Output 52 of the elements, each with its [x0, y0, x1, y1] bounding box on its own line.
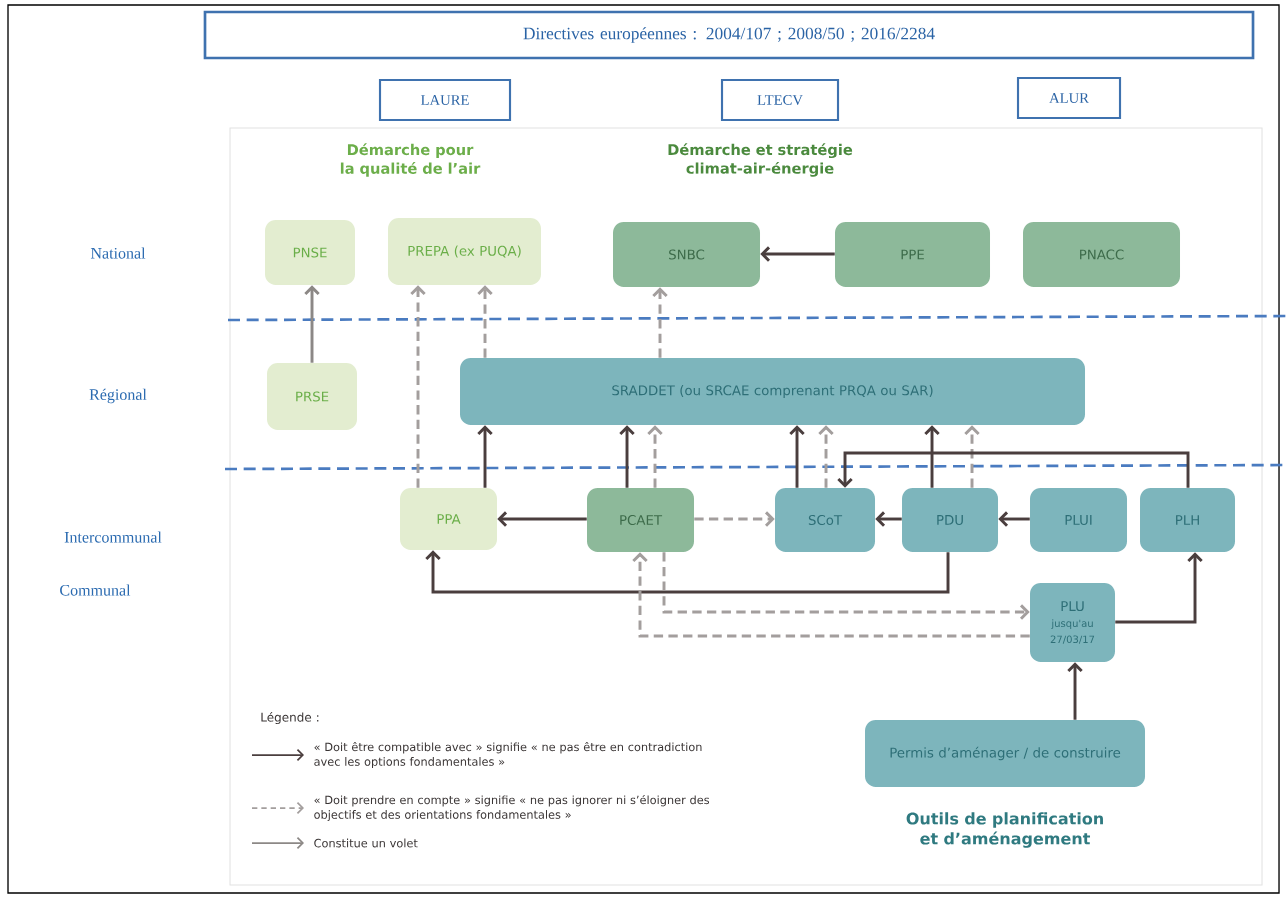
- plan-box: PLH: [1140, 488, 1235, 552]
- level-label: Régional: [89, 388, 147, 404]
- arrow: [818, 425, 834, 488]
- arrow: [1115, 552, 1203, 624]
- heading: Outils de planification et d’aménagement: [906, 812, 1103, 848]
- arrow: [647, 425, 663, 488]
- arrow: [694, 511, 775, 527]
- legend-text: Constitue un volet: [314, 838, 418, 848]
- plan-box: Permis d’aménager / de construire: [865, 720, 1145, 787]
- arrow: [875, 511, 902, 527]
- arrow: [964, 425, 980, 488]
- plan-box: PRSE: [267, 363, 357, 430]
- arrow: [619, 425, 635, 488]
- arrow: [924, 425, 940, 488]
- arrow: [410, 285, 426, 488]
- legend-text: « Doit être compatible avec » signifie « ne pas être en contradiction avec les options fondamentales »: [314, 742, 702, 769]
- arrow: [652, 287, 668, 358]
- plan-box: PNSE: [265, 220, 355, 285]
- arrow: [760, 246, 835, 262]
- arrow: [477, 425, 493, 488]
- law-box: ALUR: [1016, 76, 1122, 120]
- law-box: LAURE: [378, 78, 512, 122]
- plan-box: SCoT: [775, 488, 875, 552]
- arrow: [1067, 662, 1083, 720]
- arrow: [789, 425, 805, 488]
- plan-box: PLUI: [1030, 488, 1127, 552]
- plan-box: PPA: [400, 488, 497, 550]
- plan-box: PPE: [835, 222, 990, 287]
- arrow: [632, 552, 1030, 638]
- level-label: Intercommunal: [64, 531, 162, 543]
- arrow: [497, 511, 587, 527]
- arrow: [662, 552, 1030, 620]
- level-label: Communal: [60, 584, 131, 596]
- legend-title: Légende :: [261, 711, 319, 725]
- plan-box: PREPA (ex PUQA): [388, 218, 541, 285]
- heading: Démarche et stratégie climat-air-énergie: [668, 143, 853, 177]
- plan-box: PCAET: [587, 488, 694, 552]
- heading: Démarche pour la qualité de l’air: [340, 143, 481, 177]
- arrow: [998, 511, 1030, 527]
- arrow: [477, 285, 493, 358]
- law-box: LTECV: [720, 78, 840, 122]
- plan-box: PNACC: [1023, 222, 1180, 287]
- title-box: Directives européennes : 2004/107 ; 2008/50 ; 2016/2284: [203, 10, 1255, 60]
- arrow: [304, 285, 320, 363]
- plan-box: PLU jusqu'au 27/03/17: [1030, 583, 1115, 662]
- plan-box: PDU: [902, 488, 998, 552]
- arrow: [837, 451, 1190, 488]
- arrow: [425, 550, 950, 594]
- level-label: National: [90, 247, 146, 259]
- plan-box: SRADDET (ou SRCAE comprenant PRQA ou SAR): [460, 358, 1085, 425]
- plan-box: SNBC: [613, 222, 760, 287]
- legend-text: « Doit prendre en compte » signifie « ne pas ignorer ni s’éloigner des objectifs et des orientations fondamentales »: [314, 795, 710, 822]
